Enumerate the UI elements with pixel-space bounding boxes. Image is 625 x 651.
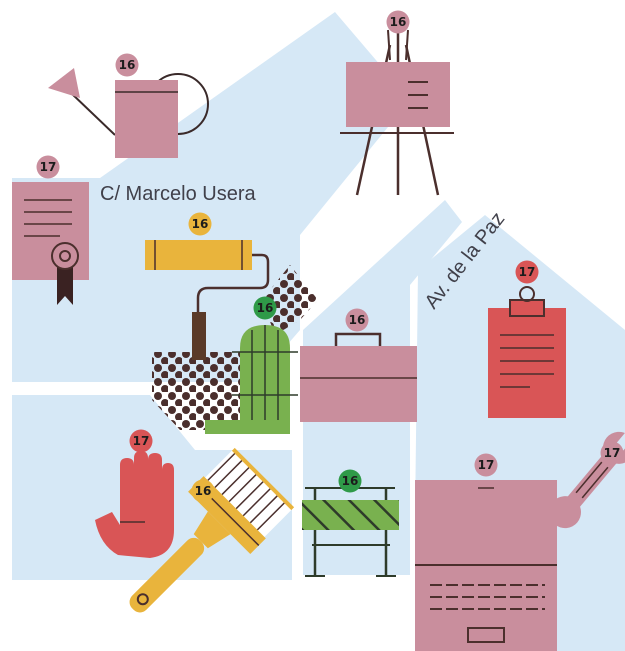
dotted-pattern (152, 265, 318, 430)
block-upper-left (12, 12, 410, 382)
laptop-icon (415, 480, 557, 651)
svg-text:16: 16 (192, 217, 209, 231)
svg-text:17: 17 (519, 265, 536, 279)
badge-certificate[interactable]: 17 (36, 155, 60, 179)
street-label-marcelo-usera: C/ Marcelo Usera (100, 183, 256, 205)
badge-hand[interactable]: 17 (129, 429, 153, 453)
watering-can-icon (48, 68, 209, 158)
svg-text:16: 16 (390, 15, 407, 29)
svg-text:16: 16 (349, 313, 366, 327)
svg-text:16: 16 (119, 58, 136, 72)
badge-watering-can[interactable]: 16 (115, 53, 139, 77)
badge-easel[interactable]: 16 (386, 10, 410, 34)
svg-text:16: 16 (195, 484, 212, 498)
svg-text:17: 17 (604, 446, 621, 460)
garden-gate-icon (205, 325, 298, 434)
paint-roller-icon (145, 240, 270, 360)
briefcase-icon (300, 332, 417, 422)
badge-clipboard[interactable]: 17 (515, 260, 539, 284)
badge-laptop[interactable]: 17 (474, 453, 498, 477)
svg-text:17: 17 (40, 160, 57, 174)
badge-garden-gate[interactable]: 16 (253, 296, 277, 320)
badge-road-barrier[interactable]: 16 (338, 469, 362, 493)
svg-text:16: 16 (257, 301, 274, 315)
certificate-icon (12, 182, 89, 305)
easel-icon (340, 28, 454, 196)
road-barrier-icon (302, 487, 399, 577)
badge-wrench[interactable]: 17 (600, 441, 624, 465)
badge-paint-brush[interactable]: 16 (191, 479, 215, 503)
svg-text:16: 16 (342, 474, 359, 488)
badge-paint-roller[interactable]: 16 (188, 212, 212, 236)
hand-icon (95, 451, 174, 558)
svg-text:17: 17 (478, 458, 495, 472)
badges: 16 16 17 16 16 16 17 17 (36, 10, 624, 503)
svg-text:17: 17 (133, 434, 150, 448)
clipboard-icon (488, 286, 566, 418)
badge-briefcase[interactable]: 16 (345, 308, 369, 332)
